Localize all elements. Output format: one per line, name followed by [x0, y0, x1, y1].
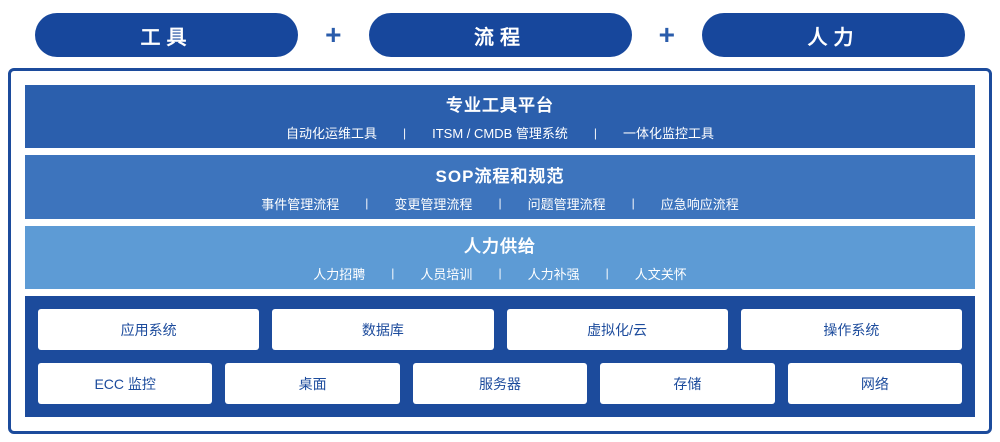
band-item: 一体化监控工具 [623, 126, 715, 142]
box-database: 数据库 [272, 309, 494, 351]
band-item: 自动化运维工具 [285, 126, 377, 142]
pill-tools: 工具 [35, 13, 298, 57]
top-pills-row: 工具 + 流程 + 人力 [0, 0, 1000, 58]
band-sop-process-title: SOP流程和规范 [435, 166, 565, 186]
box-desktop: 桌面 [225, 363, 400, 405]
band-item: 问题管理流程 [527, 196, 606, 212]
plus-icon: + [658, 19, 675, 50]
box-operating-system: 操作系统 [740, 309, 962, 351]
pill-process: 流程 [368, 13, 632, 57]
band-item: 变更管理流程 [394, 196, 473, 212]
band-item: 人力补强 [527, 266, 580, 282]
separator: | [391, 266, 395, 281]
separator: | [365, 196, 369, 211]
separator: | [605, 266, 609, 281]
diagram-frame: 专业工具平台 自动化运维工具 | ITSM / CMDB 管理系统 | 一体化监… [8, 68, 992, 434]
band-manpower-supply-items: 人力招聘 | 人员培训 | 人力补强 | 人文关怀 [313, 264, 686, 283]
pill-manpower-label: 人力 [807, 26, 860, 49]
band-item: 人员培训 [420, 266, 473, 282]
box-application-system: 应用系统 [38, 309, 260, 351]
separator: | [631, 196, 635, 211]
box-virtualization-cloud: 虚拟化/云 [506, 309, 728, 351]
band-tool-platform: 专业工具平台 自动化运维工具 | ITSM / CMDB 管理系统 | 一体化监… [25, 85, 975, 149]
band-manpower-supply-title: 人力供给 [464, 236, 536, 256]
band-item: ITSM / CMDB 管理系统 [432, 126, 568, 142]
band-manpower-supply: 人力供给 人力招聘 | 人员培训 | 人力补强 | 人文关怀 [25, 225, 975, 290]
grid-row-2: ECC 监控 桌面 服务器 存储 网络 [38, 363, 963, 405]
pill-manpower: 人力 [702, 13, 965, 57]
box-storage: 存储 [600, 363, 775, 405]
band-tool-platform-title: 专业工具平台 [446, 96, 554, 116]
infrastructure-grid: 应用系统 数据库 虚拟化/云 操作系统 ECC 监控 桌面 服务器 存储 网络 [25, 296, 975, 418]
band-sop-process-items: 事件管理流程 | 变更管理流程 | 问题管理流程 | 应急响应流程 [261, 194, 738, 213]
pill-tools-label: 工具 [140, 26, 193, 49]
plus-icon: + [325, 19, 342, 50]
band-item: 事件管理流程 [261, 196, 340, 212]
band-item: 人文关怀 [634, 266, 687, 282]
band-item: 应急响应流程 [660, 196, 739, 212]
box-server: 服务器 [412, 363, 588, 405]
grid-row-1: 应用系统 数据库 虚拟化/云 操作系统 [38, 309, 962, 351]
separator: | [498, 266, 502, 281]
separator: | [593, 125, 598, 140]
pill-process-label: 流程 [474, 26, 526, 49]
box-ecc-monitoring: ECC 监控 [38, 363, 213, 405]
separator: | [498, 196, 502, 211]
separator: | [402, 125, 407, 140]
band-tool-platform-items: 自动化运维工具 | ITSM / CMDB 管理系统 | 一体化监控工具 [286, 123, 714, 142]
band-sop-process: SOP流程和规范 事件管理流程 | 变更管理流程 | 问题管理流程 | 应急响应… [25, 155, 975, 219]
box-network: 网络 [787, 363, 963, 405]
band-item: 人力招聘 [313, 266, 366, 282]
